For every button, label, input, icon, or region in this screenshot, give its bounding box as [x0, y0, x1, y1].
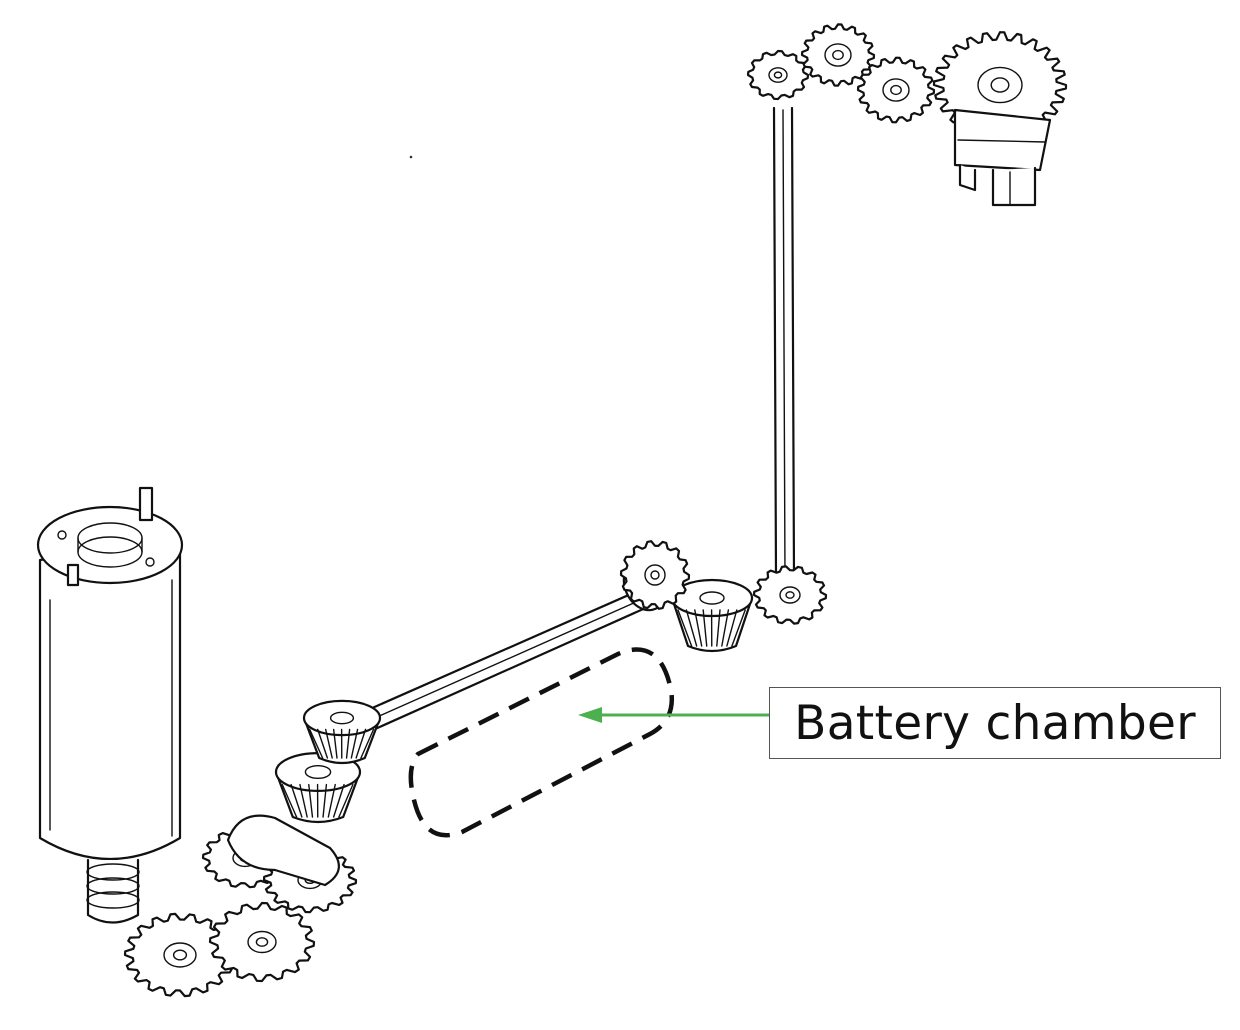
battery-chamber-outline: [408, 647, 675, 838]
callout-arrow: [578, 707, 769, 723]
lower-spur-gear-icon: [123, 912, 237, 998]
bevel-gear-lower-icon: [274, 751, 362, 824]
stray-mark: [409, 155, 413, 159]
motor-icon: [36, 486, 184, 924]
gears-layer: [123, 23, 1068, 998]
vertical-shaft-base-gear-icon: [752, 565, 828, 625]
lower-pinion-gear-icon: [208, 901, 316, 983]
battery-chamber-callout: Battery chamber: [769, 687, 1221, 759]
battery-chamber-label: Battery chamber: [794, 695, 1196, 751]
gear-plate-icon: [226, 814, 340, 887]
top-small-gear-icon: [746, 49, 810, 101]
top-gear-1-icon: [800, 23, 876, 87]
vertical-shaft-icon: [772, 106, 796, 580]
top-gear-2-icon: [856, 56, 936, 124]
crown-gear-icon: [619, 540, 691, 610]
bevel-gear-shaft-end-icon: [302, 699, 382, 765]
top-housing-icon: [953, 108, 1052, 207]
drive-shaft-icon: [343, 558, 668, 740]
